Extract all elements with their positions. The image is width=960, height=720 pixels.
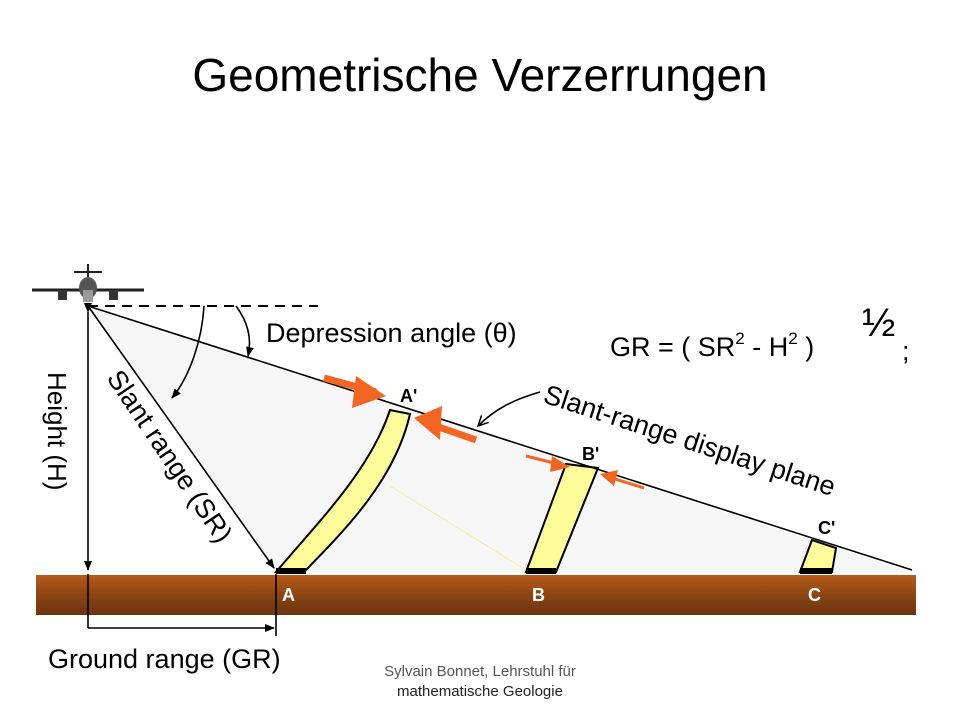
orange-arrow-b-right-head (600, 470, 618, 486)
display-plane-line (87, 305, 913, 571)
point-b: B (532, 585, 545, 605)
orange-arrow-b-left-head (550, 456, 570, 472)
point-a: A (282, 585, 295, 605)
formula: GR = ( SR2 - H2 ) ½ ; (610, 301, 910, 366)
look-angle-arc (171, 305, 205, 399)
point-c-prime: C' (818, 518, 835, 538)
ground-tick-c (800, 568, 832, 574)
depression-angle-label: Depression angle (θ) (266, 318, 517, 348)
footer-line-1: Sylvain Bonnet, Lehrstuhl für (384, 663, 576, 680)
ground-range-label: Ground range (GR) (48, 644, 281, 674)
orange-arrow-a-right-head (414, 406, 442, 440)
faint-projection-line (389, 485, 527, 571)
svg-text:GR = ( SR2 - H2 ): GR = ( SR2 - H2 ) (610, 329, 814, 362)
ground-tick-a (276, 568, 306, 574)
height-label: Height (H) (42, 372, 72, 490)
point-a-prime: A' (400, 386, 417, 406)
footer-line-2: mathematische Geologie (397, 683, 563, 700)
ground-surface (36, 575, 916, 615)
slide-footer: Sylvain Bonnet, Lehrstuhl für mathematis… (300, 662, 660, 702)
band-a (273, 408, 412, 573)
orange-arrow-b-right (611, 476, 645, 490)
airplane-icon (32, 264, 144, 302)
point-c: C (808, 585, 821, 605)
svg-text:;: ; (902, 336, 910, 366)
point-b-prime: B' (582, 444, 599, 464)
orange-arrow-a-left-head (352, 376, 386, 408)
slant-range-arrow (87, 305, 275, 569)
display-plane-pointer (478, 391, 541, 426)
svg-text:½: ½ (862, 301, 895, 345)
slide-title: Geometrische Verzerrungen (192, 49, 768, 101)
ground-tick-b (526, 568, 556, 574)
depression-angle-arc (235, 305, 254, 357)
